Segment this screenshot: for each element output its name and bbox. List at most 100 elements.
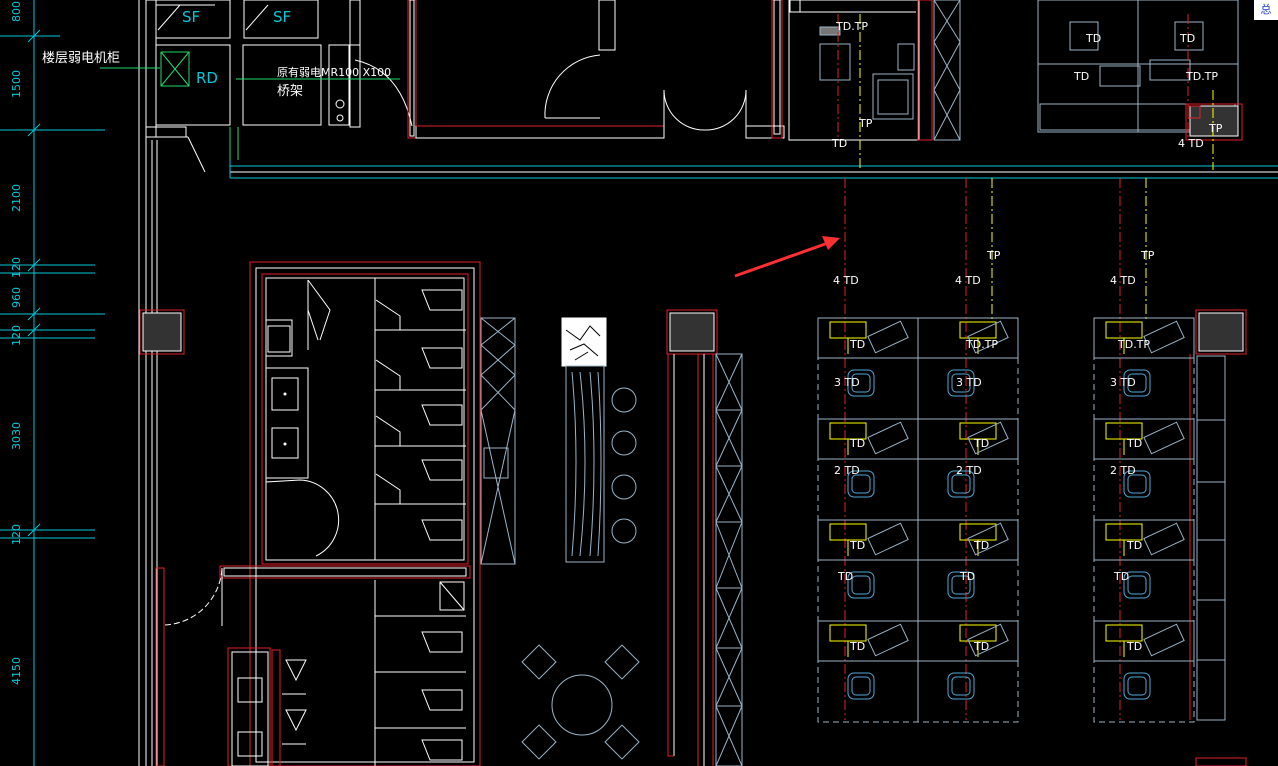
dim-label: 120 <box>10 257 23 278</box>
dim-label: 3030 <box>10 422 23 450</box>
keyboard-icon <box>1143 320 1185 354</box>
chair-icon <box>1123 470 1151 498</box>
exterior-wall <box>138 0 158 766</box>
outlet-label: 4 TD <box>955 274 981 287</box>
outlet-label: 4 TD <box>1110 274 1136 287</box>
desk-zone <box>817 458 919 521</box>
outlet-label: 2 TD <box>956 464 982 477</box>
outlet-label: TP <box>986 249 1001 262</box>
keyboard-icon <box>867 522 909 556</box>
outlet-label: TD <box>959 570 975 583</box>
keyboard-icon <box>1143 522 1185 556</box>
keyboard-icon <box>967 623 1009 657</box>
outlet-label: TD <box>1179 32 1195 45</box>
desk-zone <box>1093 458 1195 521</box>
outlet-box <box>959 321 997 339</box>
outlet-label: TD <box>973 437 989 450</box>
riser-lines <box>837 14 1214 720</box>
top-right-area <box>788 0 1243 141</box>
chair-icon <box>947 571 975 599</box>
outlet-label: TD <box>849 437 865 450</box>
outlet-label: TD <box>849 539 865 552</box>
chair-icon <box>947 470 975 498</box>
rack-label: 楼层弱电机柜 <box>42 51 120 66</box>
outlet-label: TD.TP <box>965 338 998 351</box>
keyboard-icon <box>967 421 1009 455</box>
tray-label: 原有弱电MR100 X100 <box>277 65 391 79</box>
outlet-label: TD <box>1113 570 1129 583</box>
chair-icon <box>1123 369 1151 397</box>
storage-shelving <box>480 317 1226 766</box>
chair-icon <box>847 672 875 700</box>
chair-icon <box>1123 672 1151 700</box>
outlet-label: 3 TD <box>956 376 982 389</box>
outlet-box <box>1105 321 1143 339</box>
chair-icon <box>947 672 975 700</box>
outlet-label: TD <box>849 640 865 653</box>
outlet-label: TP <box>1208 122 1223 135</box>
dim-label: 120 <box>10 524 23 545</box>
partition-walls <box>667 354 1191 766</box>
desk-zone <box>817 357 919 420</box>
dim-label: 2100 <box>10 184 23 212</box>
chair-icon <box>1123 571 1151 599</box>
dimension-column <box>0 0 105 766</box>
outlet-label: TP <box>858 117 873 130</box>
keyboard-icon <box>967 522 1009 556</box>
outlet-label: TD <box>1126 437 1142 450</box>
outlet-label: TD <box>1085 32 1101 45</box>
column-edge <box>1195 757 1247 766</box>
keyboard-icon <box>1143 623 1185 657</box>
cable-tray <box>229 160 1278 179</box>
outlet-box <box>829 624 867 642</box>
outlet-label: TD.TP <box>1185 70 1218 83</box>
keyboard-icon <box>867 320 909 354</box>
outlet-label: 3 TD <box>1110 376 1136 389</box>
dim-label: 4150 <box>10 657 23 685</box>
chair-icon <box>847 369 875 397</box>
outlet-label: TD <box>1073 70 1089 83</box>
workstation-labels: TD TD.TP TD.TP 3 TD 3 TD 3 TD TD TD TD 2… <box>834 338 1150 653</box>
outlet-box <box>1105 523 1143 541</box>
restroom-block <box>155 261 481 766</box>
sf-label: SF <box>273 8 291 26</box>
outlet-label: 4 TD <box>833 274 859 287</box>
outlet-label: TD <box>1126 640 1142 653</box>
keyboard-icon <box>1143 421 1185 455</box>
outlet-box <box>1105 624 1143 642</box>
chair-icon <box>847 470 875 498</box>
desk-zone <box>1093 559 1195 622</box>
outlet-label: 3 TD <box>834 376 860 389</box>
outlet-label: TP <box>1140 249 1155 262</box>
outlet-label: TD <box>849 338 865 351</box>
outlet-box <box>959 523 997 541</box>
outlet-label: 4 TD <box>1178 137 1204 150</box>
outlet-label: 2 TD <box>1110 464 1136 477</box>
keyboard-icon <box>867 623 909 657</box>
keyboard-icon <box>967 320 1009 354</box>
outlet-label: TD.TP <box>835 20 868 33</box>
outlet-label: TD <box>831 137 847 150</box>
outlet-label: TD.TP <box>1117 338 1150 351</box>
rd-label: RD <box>196 69 218 87</box>
dim-label: 1500 <box>10 70 23 98</box>
structural-columns <box>139 309 1247 355</box>
keyboard-icon <box>867 421 909 455</box>
outlet-box <box>959 624 997 642</box>
top-rooms: SF SF RD <box>145 0 785 173</box>
outlet-label: 2 TD <box>834 464 860 477</box>
chair-icon <box>847 571 875 599</box>
workstation-area <box>817 317 1195 723</box>
desk-zone <box>817 660 919 723</box>
chair-icon <box>947 369 975 397</box>
desk-zone <box>917 660 1019 723</box>
outlet-label: TD <box>1126 539 1142 552</box>
corner-button[interactable]: 总 <box>1254 0 1278 20</box>
desk-zone <box>817 559 919 622</box>
tray-label-2: 桥架 <box>277 84 303 99</box>
sf-label: SF <box>182 8 200 26</box>
dim-label: 960 <box>10 287 23 308</box>
red-arrow <box>734 236 840 278</box>
outlet-box <box>829 321 867 339</box>
